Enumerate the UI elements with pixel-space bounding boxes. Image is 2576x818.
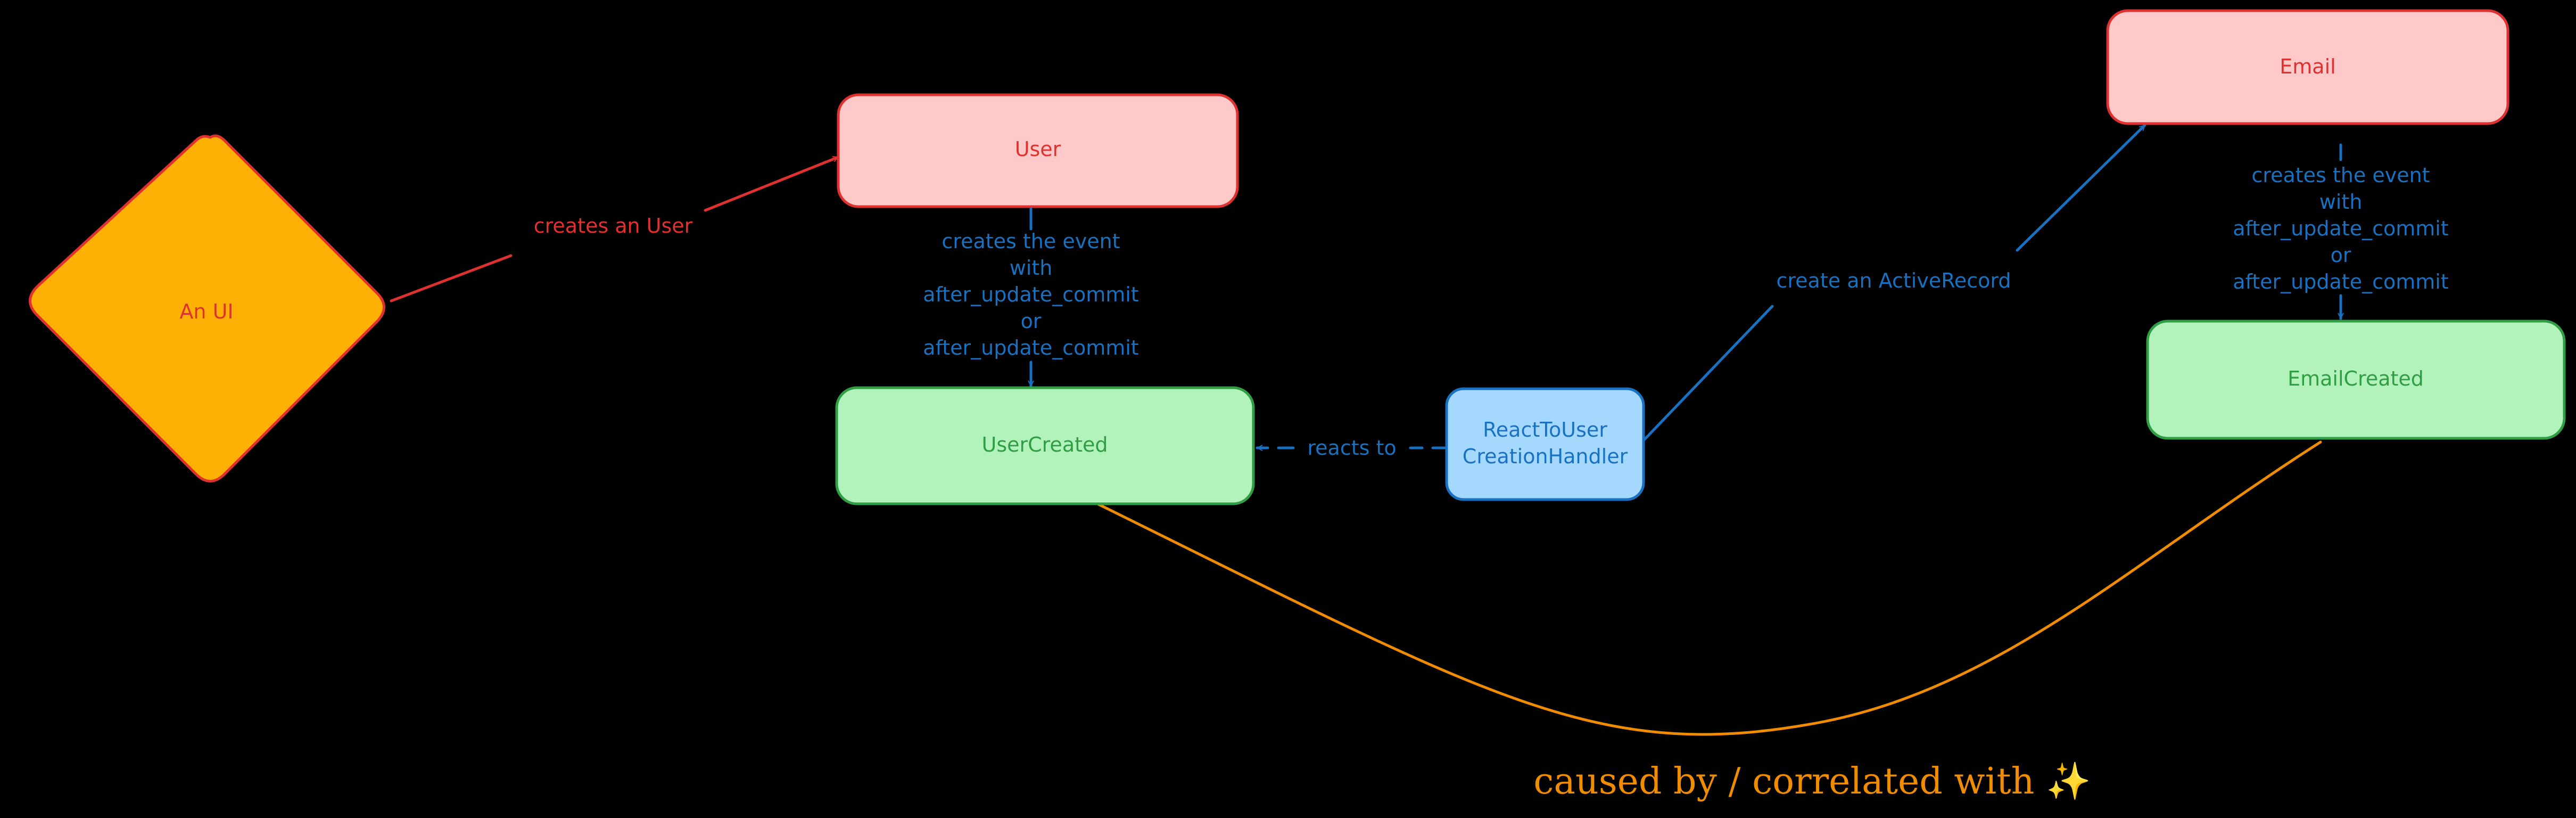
email-node-label: Email (2280, 55, 2335, 78)
handler-node-label-2: CreationHandler (1463, 445, 1628, 468)
edge-ui-to-user: creates an User (390, 156, 840, 302)
edge-user-line-3: after_update_commit (923, 283, 1138, 306)
edge-handler-to-user-created: reacts to (1256, 436, 1449, 460)
edge-user-line-2: with (1010, 256, 1053, 280)
edge-user-line-1: creates the event (942, 230, 1120, 253)
edge-email-line-1: creates the event (2251, 163, 2430, 187)
edge-email-to-email-created: creates the event with after_update_comm… (2233, 143, 2449, 320)
handler-node[interactable]: ReactToUser CreationHandler (1445, 387, 1645, 501)
edge-email-line-5: after_update_commit (2233, 270, 2448, 293)
edge-user-line-5: after_update_commit (923, 336, 1138, 359)
user-node-label: User (1015, 137, 1061, 161)
edge-handler-to-email-label: create an ActiveRecord (1777, 269, 2011, 292)
email-created-node-label: EmailCreated (2288, 367, 2424, 390)
user-created-node[interactable]: UserCreated (835, 386, 1255, 505)
user-created-node-label: UserCreated (982, 433, 1108, 456)
edge-email-line-4: or (2331, 243, 2351, 267)
handler-node-label-1: ReactToUser (1483, 418, 1607, 441)
edge-ui-to-user-label: creates an User (534, 214, 693, 238)
email-node[interactable]: Email (2106, 9, 2509, 125)
edge-handler-label: reacts to (1307, 436, 1396, 460)
ui-diamond-node[interactable]: An UI (29, 134, 385, 482)
edge-user-to-user-created: creates the event with after_update_comm… (923, 207, 1139, 388)
correlation-curve (1095, 440, 2322, 736)
email-created-node[interactable]: EmailCreated (2146, 320, 2566, 440)
edge-handler-to-email: create an ActiveRecord (1643, 124, 2146, 441)
user-node[interactable]: User (837, 93, 1239, 208)
edge-user-line-4: or (1021, 309, 1042, 333)
edge-email-line-2: with (2319, 190, 2363, 214)
edge-email-line-3: after_update_commit (2233, 217, 2448, 240)
correlation-caption: caused by / correlated with ✨ (1533, 760, 2091, 803)
ui-diamond-label: An UI (179, 300, 233, 323)
